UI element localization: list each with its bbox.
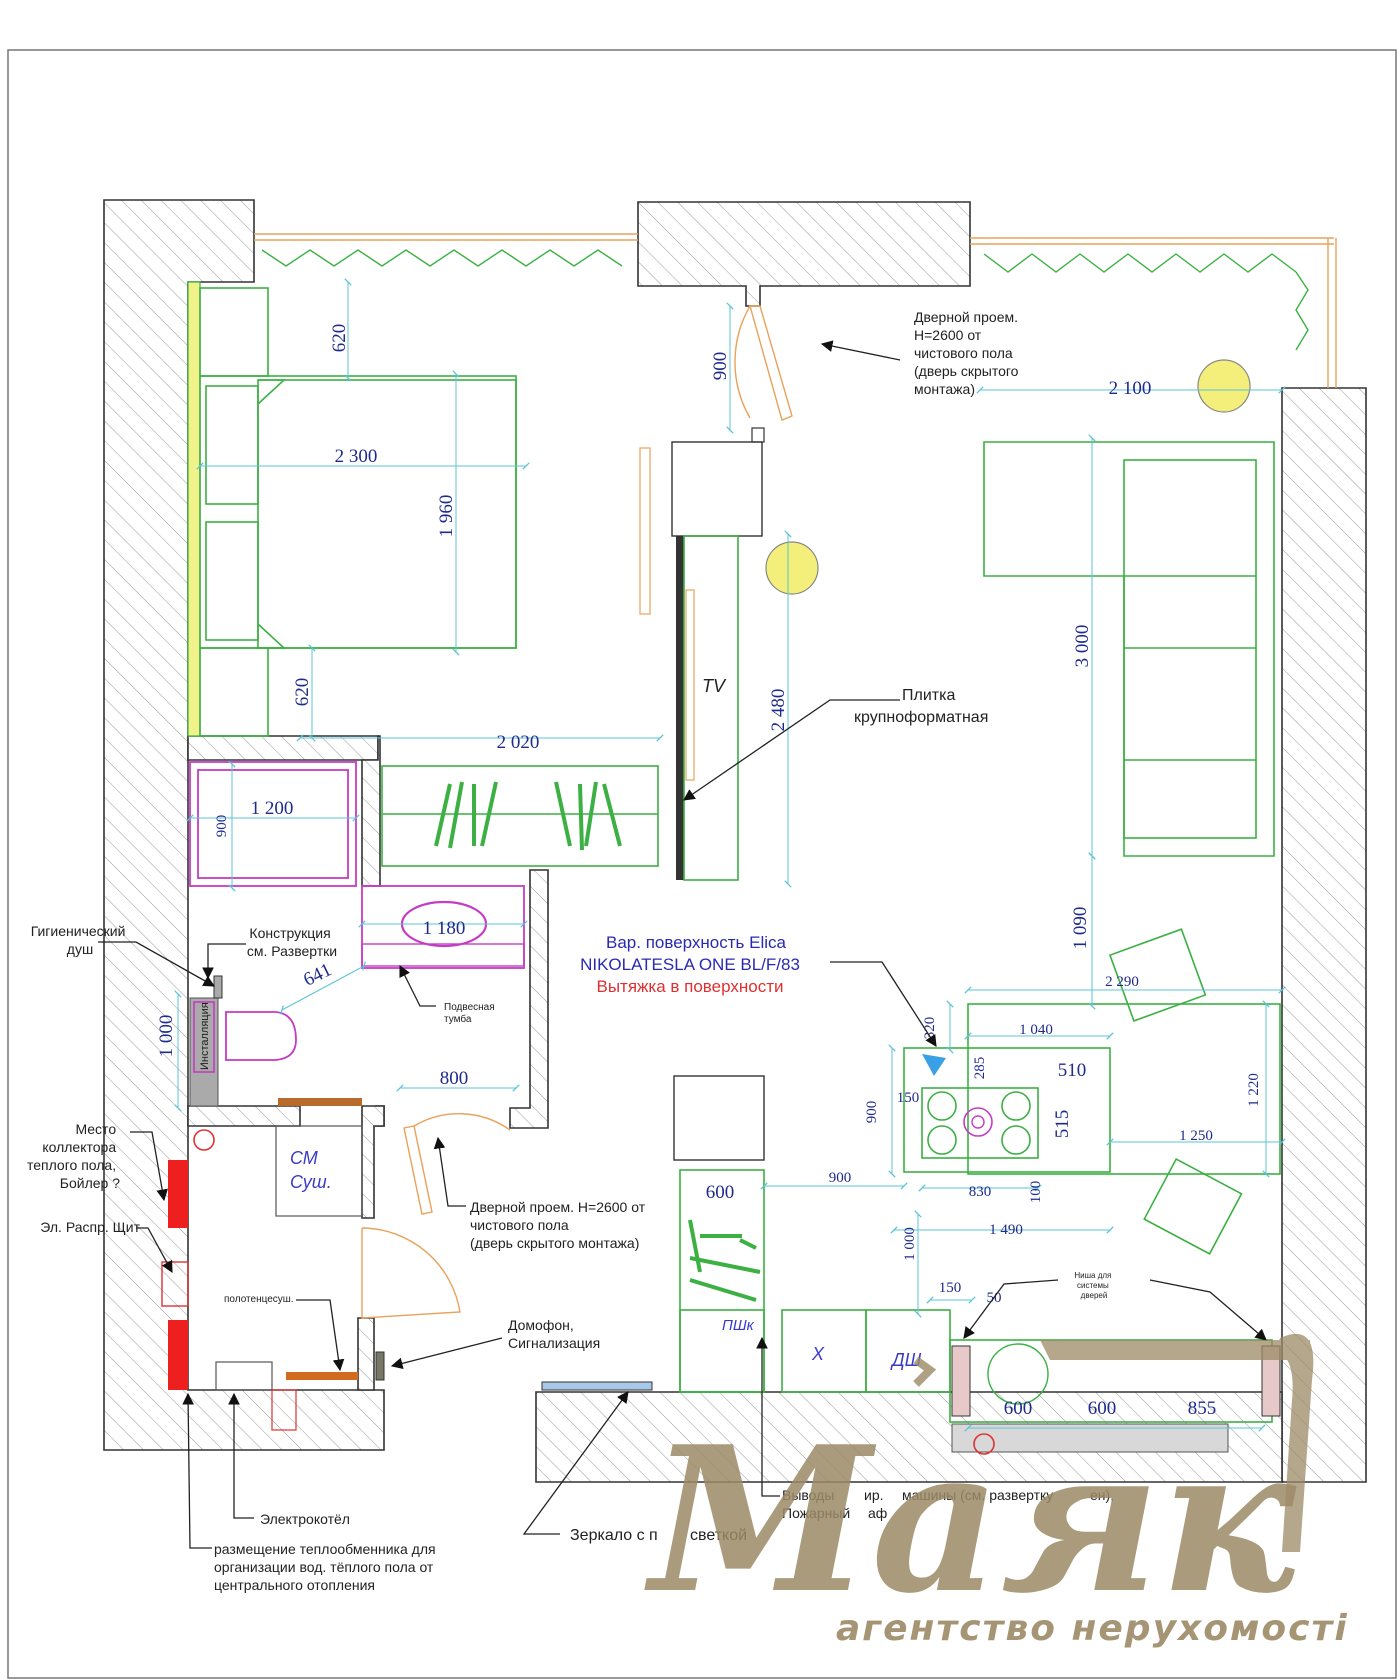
dim-320: 320 xyxy=(922,1017,938,1040)
dim-150-a: 150 xyxy=(897,1090,920,1106)
niche-note: Ниша для системы дверей xyxy=(1074,1271,1113,1300)
dim-600-a: 600 xyxy=(706,1182,735,1203)
dim-1220: 1 220 xyxy=(1246,1073,1262,1107)
dim-620-top: 620 xyxy=(329,324,350,353)
dim-600-b: 600 xyxy=(1004,1398,1033,1419)
dim-900-island: 900 xyxy=(864,1101,880,1124)
x-label: Х xyxy=(811,1344,825,1364)
sheet-border xyxy=(7,49,1397,1679)
brand-tagline: агентство нерухомості xyxy=(836,1608,1349,1649)
dimension-lines xyxy=(174,278,1286,1432)
hood-note: Вытяжка в поверхности xyxy=(596,977,783,996)
hob-note-2: NIKOLATESLA ONE BL/F/83 xyxy=(580,955,800,974)
dim-1040: 1 040 xyxy=(1019,1022,1053,1038)
dim-641: 641 xyxy=(300,959,335,990)
dim-1000-b: 1 000 xyxy=(902,1227,918,1261)
lighthouse-icon xyxy=(1040,1333,1314,1552)
dim-1000-wc: 1 000 xyxy=(156,1015,177,1058)
walls xyxy=(103,199,1367,1483)
dim-1490: 1 490 xyxy=(989,1222,1023,1238)
dim-1250: 1 250 xyxy=(1179,1128,1213,1144)
tv-label: TV xyxy=(702,676,727,696)
dim-1960: 1 960 xyxy=(436,495,457,538)
dim-150-b: 150 xyxy=(939,1280,962,1296)
dim-2020: 2 020 xyxy=(497,732,540,753)
laundry-room xyxy=(161,1125,653,1431)
bathroom xyxy=(189,761,525,1107)
dim-100: 100 xyxy=(1028,1181,1044,1204)
exchanger-note: размещение теплообменника для организаци… xyxy=(214,1541,439,1593)
door-mid-note: Дверной проем. H=2600 от чистового пола … xyxy=(470,1199,649,1251)
dim-900-bath: 900 xyxy=(214,815,230,838)
dim-2480: 2 480 xyxy=(768,689,789,732)
cabinet-pshk-label: ПШк xyxy=(722,1317,755,1334)
dim-830: 830 xyxy=(969,1184,992,1200)
dim-2290: 2 290 xyxy=(1105,974,1139,990)
hygienic-shower-note: Гигиенический душ xyxy=(31,923,130,957)
mirror-note: Зеркало с п светкой xyxy=(570,1527,747,1544)
towel-dryer-label: полотенцесуш. xyxy=(224,1294,294,1305)
hob-note-1: Вар. поверхность Elica xyxy=(606,933,787,952)
annotation-notes: Дверной проем. H=2600 от чистового пола … xyxy=(27,309,1118,1593)
dim-515: 515 xyxy=(1052,1110,1073,1139)
dim-1090: 1 090 xyxy=(1070,907,1091,950)
brand-name: Маяк xyxy=(644,1403,1297,1638)
dim-510: 510 xyxy=(1058,1060,1087,1081)
door-top-note: Дверной проем. H=2600 от чистового пола … xyxy=(914,309,1022,397)
washer-label: СМ xyxy=(290,1148,318,1168)
brand-watermark: Маяк агентство нерухомості xyxy=(644,1333,1349,1649)
dim-2300: 2 300 xyxy=(335,446,378,467)
dimension-texts: 620 2 300 1 960 620 2 020 900 2 100 3 00… xyxy=(156,324,1262,1419)
dim-855: 855 xyxy=(1188,1398,1217,1419)
panel-note: Эл. Распр. Щит xyxy=(40,1219,140,1235)
bedroom xyxy=(187,281,659,867)
intercom-note: Домофон, Сигнализация xyxy=(508,1317,600,1351)
dim-3000: 3 000 xyxy=(1072,625,1093,668)
dim-285: 285 xyxy=(972,1057,988,1080)
dim-900-b: 900 xyxy=(829,1170,852,1186)
dim-900-door: 900 xyxy=(710,352,731,381)
tile-note: Плитка крупноформатная xyxy=(854,687,988,726)
boiler-note: Электрокотёл xyxy=(260,1511,350,1527)
room-labels: TV СМ Суш. ПШк Х ДШ Инсталляция полотенц… xyxy=(199,676,922,1370)
construction-note: Конструкция см. Развертки xyxy=(247,925,337,959)
doors xyxy=(361,305,793,1319)
outputs-note: Выводы ир. машины (см. развертку ен), По… xyxy=(782,1487,1118,1521)
callout-arrows xyxy=(98,340,1267,1549)
collector-note: Место коллектора теплого пола, Бойлер ? xyxy=(27,1121,120,1191)
dim-2100: 2 100 xyxy=(1109,378,1152,399)
dishwasher-label: ДШ xyxy=(890,1350,922,1370)
dim-620-bottom: 620 xyxy=(292,678,313,707)
dim-1200: 1 200 xyxy=(251,798,294,819)
dim-600-c: 600 xyxy=(1088,1398,1117,1419)
dim-1180: 1 180 xyxy=(423,918,466,939)
dim-800: 800 xyxy=(440,1068,469,1089)
windows xyxy=(254,233,1337,388)
cabinet-note: Подвесная тумба xyxy=(444,1002,497,1025)
installation-label: Инсталляция xyxy=(199,1002,211,1070)
living-area xyxy=(679,359,1281,1455)
dryer-label: Суш. xyxy=(290,1172,332,1192)
